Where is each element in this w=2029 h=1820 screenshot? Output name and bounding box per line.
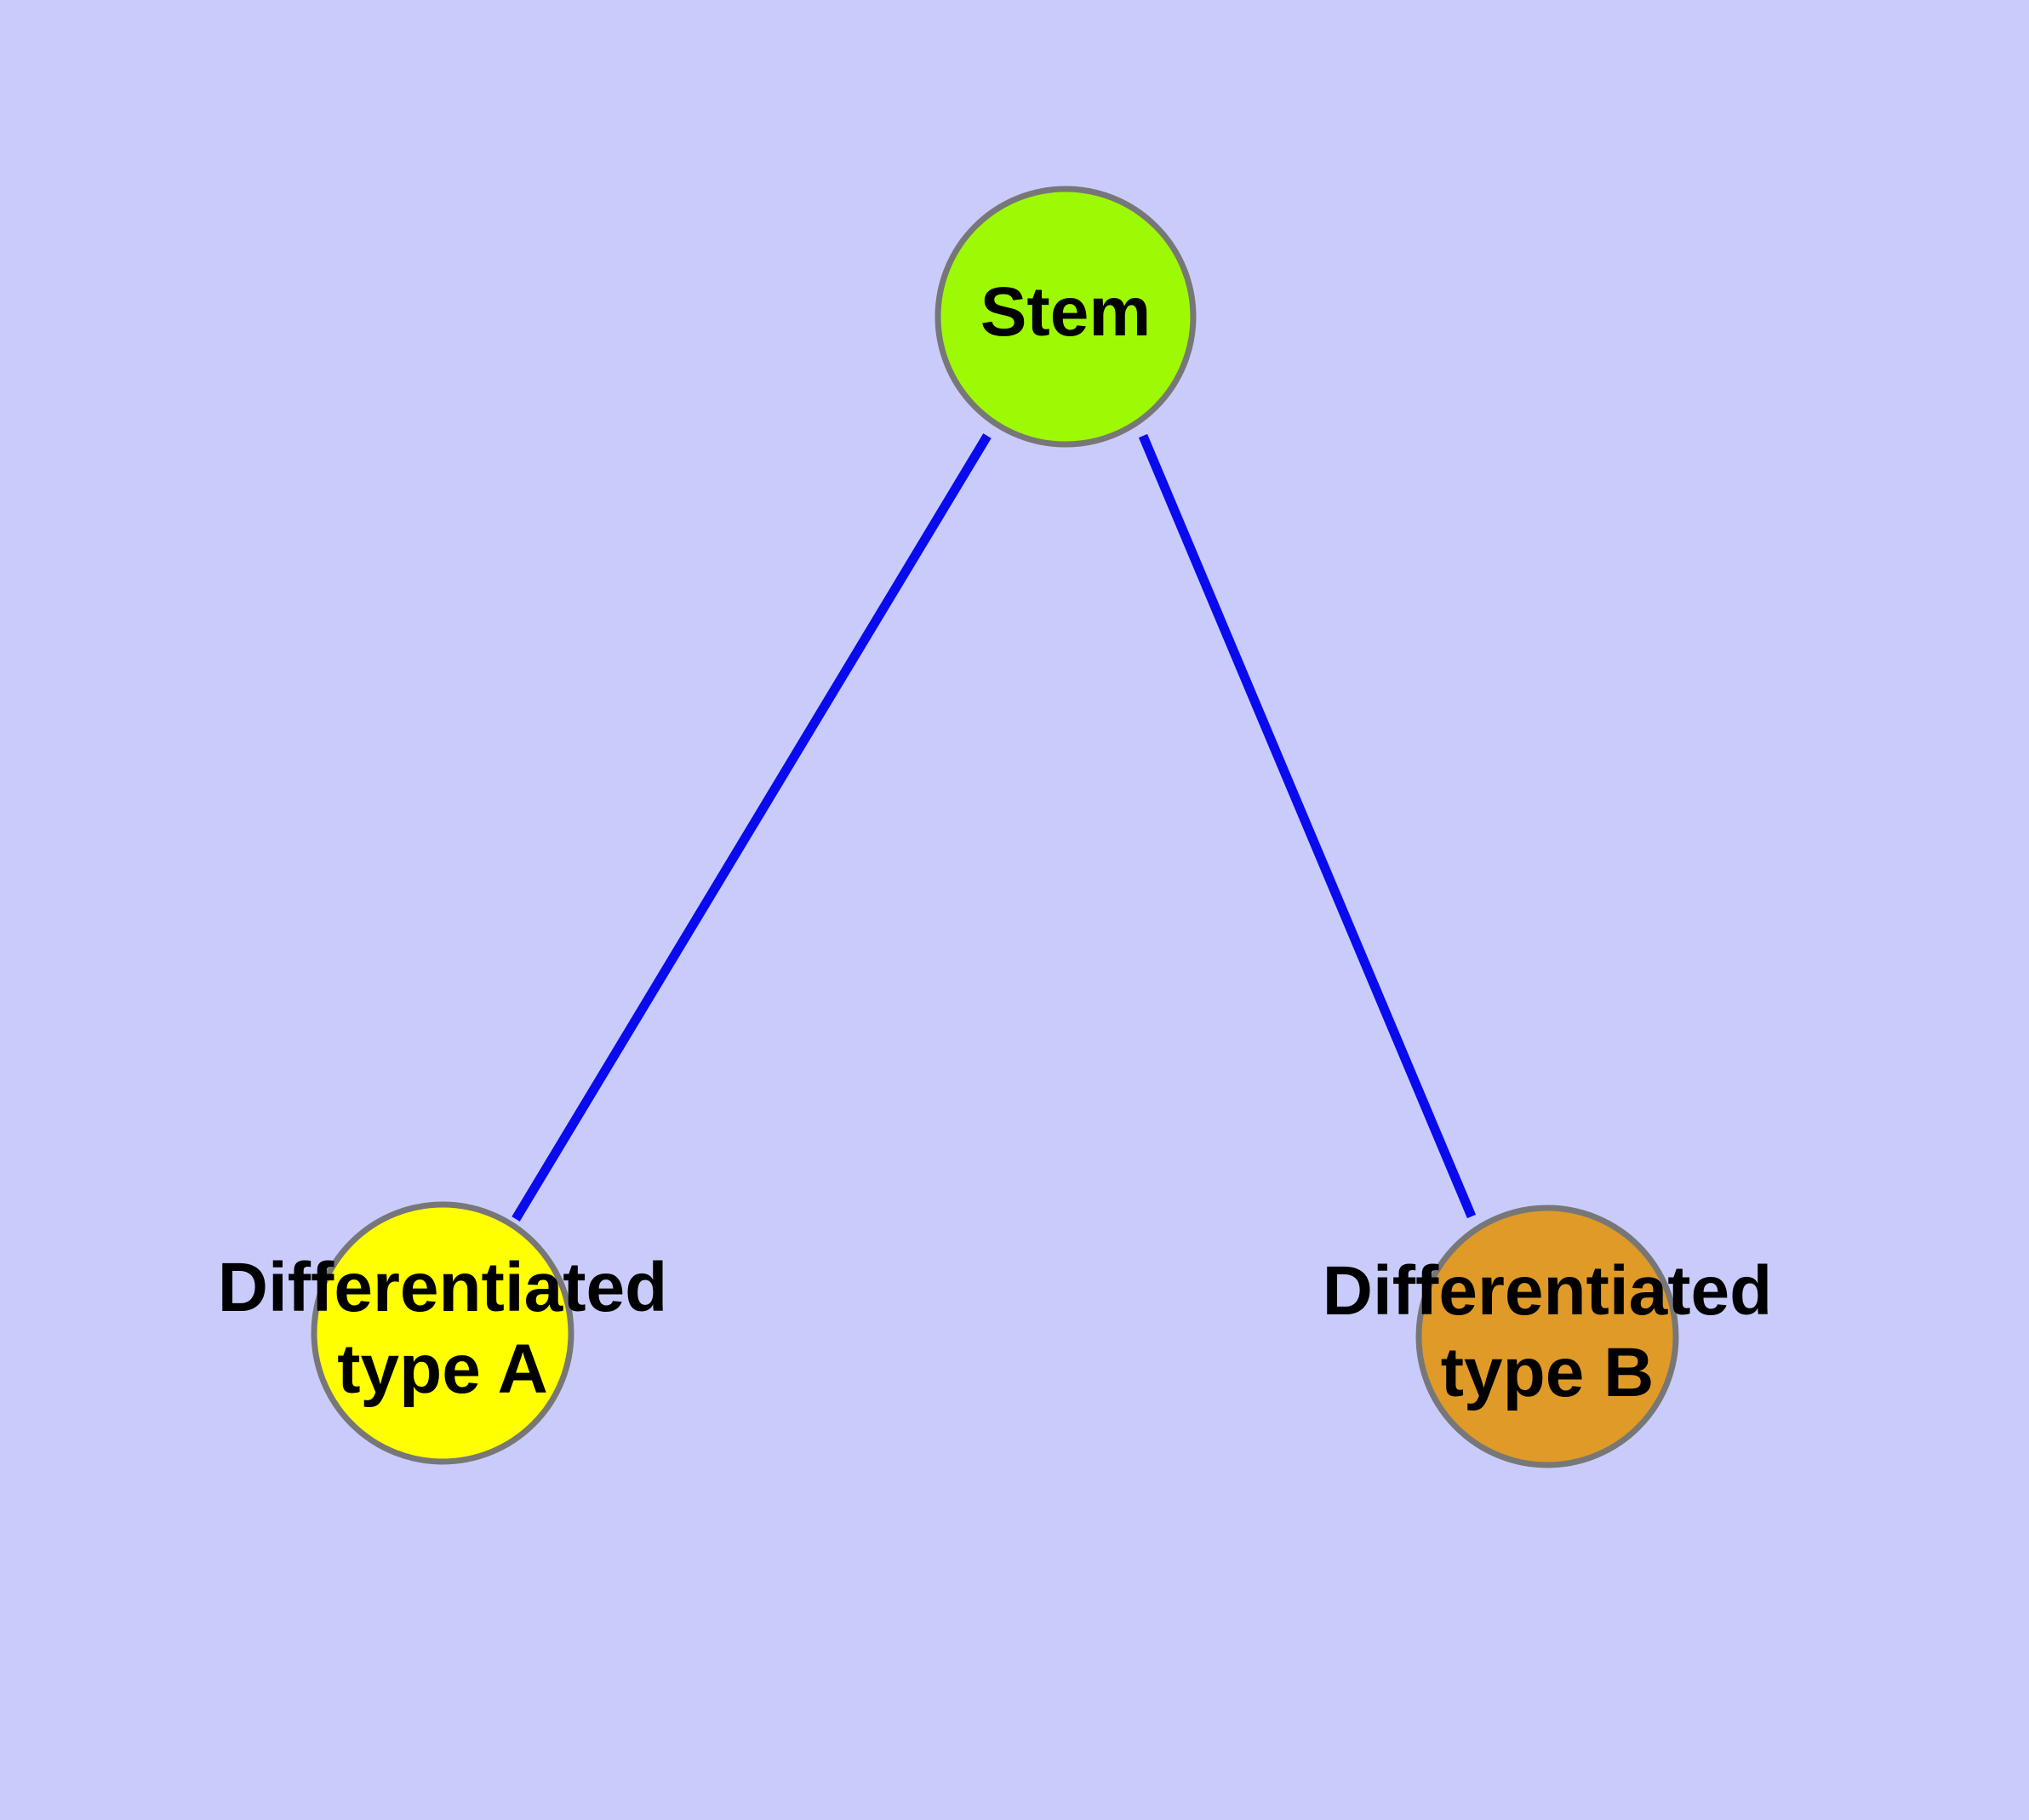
nodes-group xyxy=(311,186,1679,1468)
node-diff_b[interactable] xyxy=(1415,1205,1679,1468)
node-label-line: Differentiated xyxy=(218,1249,668,1326)
node-stem[interactable] xyxy=(934,186,1197,448)
node-label-line: Stem xyxy=(980,273,1152,351)
node-label-line: Differentiated xyxy=(1323,1252,1773,1330)
node-diff_a[interactable] xyxy=(311,1201,574,1465)
edge-stem-to-diff-a[interactable] xyxy=(512,433,992,1222)
node-label-stem: Stem xyxy=(980,273,1152,351)
node-label-line: type B xyxy=(1441,1334,1655,1411)
edge-stem-to-diff-b[interactable] xyxy=(1138,433,1477,1219)
edges-group xyxy=(512,433,1477,1222)
node-label-line: type A xyxy=(337,1331,548,1408)
